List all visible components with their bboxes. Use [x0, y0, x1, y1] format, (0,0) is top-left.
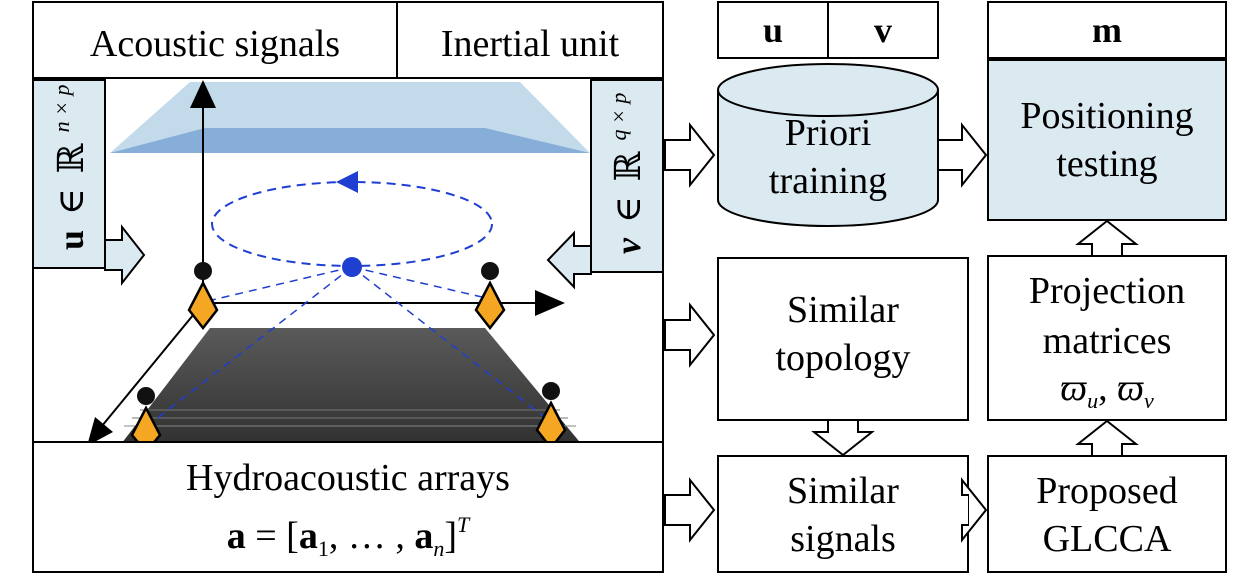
proposed-glcca-box: Proposed GLCCA — [987, 455, 1227, 573]
arrow-panel-to-priori — [664, 122, 716, 188]
arrow-signals-to-glcca — [961, 477, 988, 543]
top-bar: Acoustic signals Inertial unit — [32, 1, 664, 79]
projection-line2: matrices — [1043, 320, 1172, 362]
arrow-topology-to-signals — [811, 419, 875, 457]
positioning-line2: testing — [1056, 143, 1157, 185]
uv-header: u v — [717, 1, 939, 59]
acoustic-signals-label: Acoustic signals — [90, 23, 340, 65]
v-in: ∈ — [608, 196, 648, 223]
priori-line2: training — [769, 160, 887, 202]
sensor-2 — [474, 262, 506, 331]
seabed — [115, 328, 588, 452]
v-set: ℝ — [608, 150, 648, 181]
hydroacoustic-arrays-box: Hydroacoustic arrays a = [a1, … , an]T — [32, 441, 664, 573]
topology-line2: topology — [775, 337, 910, 379]
u-in: ∈ — [51, 188, 91, 215]
arrow-panel-to-signals — [664, 477, 716, 543]
axis-vertical-head — [190, 80, 216, 108]
priori-line1: Priori — [785, 112, 872, 154]
glcca-line1: Proposed — [1036, 470, 1177, 512]
acoustic-source — [342, 257, 362, 277]
uv-header-v: v — [874, 10, 892, 50]
projection-matrices-box: Projection matrices ϖu, ϖv — [987, 255, 1227, 421]
trajectory-ellipse — [211, 181, 493, 267]
u-symbol: u — [51, 230, 91, 250]
arrow-glcca-to-projection — [1075, 419, 1139, 457]
arrow-signals-to-glcca-shaft — [940, 496, 968, 524]
signal-paths — [154, 266, 549, 421]
m-header: m — [987, 1, 1227, 59]
glcca-line2: GLCCA — [1043, 518, 1172, 560]
right-tab-arrow — [546, 230, 592, 290]
u-exponent: n × p — [49, 85, 74, 133]
v-symbol: v — [608, 237, 648, 254]
positioning-testing-box: Positioning testing — [987, 59, 1227, 221]
signals-line1: Similar — [787, 470, 899, 512]
trajectory-arrow — [336, 171, 358, 193]
hydroacoustic-title: Hydroacoustic arrays — [186, 457, 510, 499]
inertial-unit-label: Inertial unit — [441, 23, 620, 65]
left-tab-u: u ∈ ℝ n × p — [32, 79, 106, 269]
u-set: ℝ — [51, 142, 91, 173]
priori-training-cylinder: Priori training — [717, 63, 939, 227]
axis-horizontal-head — [535, 290, 565, 316]
similar-signals-box: Similar signals — [717, 455, 969, 573]
axis-diagonal — [96, 302, 204, 433]
left-tab-arrow — [104, 224, 146, 286]
svg-text:u ∈ ℝ: u ∈ ℝ n × p — [49, 85, 91, 250]
m-header-m: m — [1092, 10, 1122, 50]
v-exponent: q × p — [606, 93, 631, 141]
positioning-line1: Positioning — [1020, 95, 1193, 137]
arrow-projection-to-positioning — [1075, 219, 1139, 257]
sensor-1 — [187, 262, 219, 331]
projection-line1: Projection — [1029, 270, 1185, 312]
axis-diagonal-head — [87, 417, 113, 446]
surface-plane — [110, 82, 590, 153]
svg-text:v ∈ ℝ: v ∈ ℝ q × p — [606, 93, 648, 254]
topology-line1: Similar — [787, 289, 899, 331]
sensor-4 — [535, 382, 567, 451]
uv-header-u: u — [763, 10, 783, 50]
right-tab-v: v ∈ ℝ q × p — [590, 79, 664, 273]
similar-topology-box: Similar topology — [717, 257, 969, 421]
arrow-priori-to-positioning — [937, 122, 988, 188]
projection-symbols: ϖu, ϖv — [1060, 367, 1154, 413]
signals-line2: signals — [790, 518, 896, 560]
arrow-panel-to-topology — [664, 302, 716, 368]
hydroacoustic-formula: a = [a1, … , an]T — [227, 512, 471, 561]
